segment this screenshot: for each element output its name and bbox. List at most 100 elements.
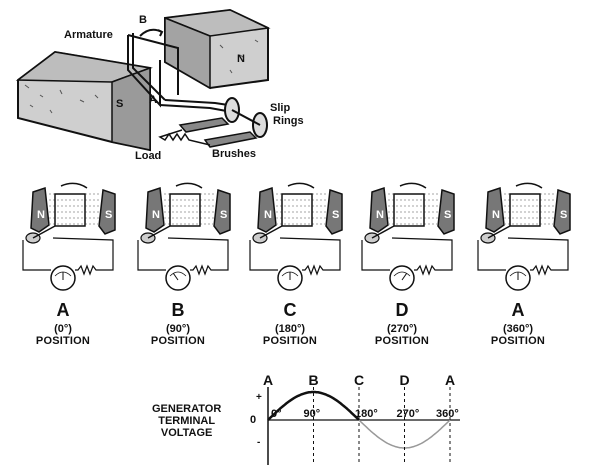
circuit-left xyxy=(361,240,390,271)
slip-label: Slip xyxy=(270,102,291,114)
position-label-5: A (360°)POSITION xyxy=(478,300,558,347)
zero-label: 0 xyxy=(250,414,257,426)
voltmeter xyxy=(389,265,415,291)
position-word: POSITION xyxy=(262,335,318,347)
n-magnet xyxy=(145,186,165,233)
circuit-right xyxy=(52,237,114,276)
circuit-right xyxy=(279,237,341,276)
a-label: A xyxy=(149,94,157,106)
wave-point-letter-4: D xyxy=(400,372,410,388)
circuit-left xyxy=(22,240,51,271)
position-word: POSITION xyxy=(374,335,430,347)
armature-coil xyxy=(281,193,313,227)
s-magnet xyxy=(437,188,455,235)
position-word: POSITION xyxy=(150,335,206,347)
n-pole-block xyxy=(164,8,271,90)
position-letter: A xyxy=(511,300,525,320)
position-angle: (0°) xyxy=(54,323,72,335)
waveform-positive-half xyxy=(267,390,360,421)
wave-tick-4: 270° xyxy=(397,408,420,420)
s-magnet-label: S xyxy=(105,209,112,221)
armature-label: Armature xyxy=(64,29,113,41)
circuit-left xyxy=(477,240,506,271)
s-magnet-label: S xyxy=(560,209,567,221)
s-magnet-label: S xyxy=(444,209,451,221)
armature-coil xyxy=(509,193,541,227)
n-magnet xyxy=(257,186,277,233)
circuit-right xyxy=(167,237,229,276)
load-wiring xyxy=(158,129,211,146)
position-label-4: D (270°)POSITION xyxy=(362,300,442,347)
position-label-3: C(180°)POSITION xyxy=(250,300,330,347)
armature-coil xyxy=(169,193,201,227)
position-label-1: A (0°)POSITION xyxy=(23,300,103,347)
rotation-arrow xyxy=(515,182,543,189)
s-magnet-label: S xyxy=(220,209,227,221)
position-word: POSITION xyxy=(490,335,546,347)
position-letter: B xyxy=(171,300,185,320)
shaft xyxy=(487,225,511,239)
s-magnet xyxy=(325,188,343,235)
position-label-2: B (90°)POSITION xyxy=(138,300,218,347)
n-magnet-label: N xyxy=(492,209,500,221)
n-magnet xyxy=(369,186,389,233)
circuit-left xyxy=(137,240,166,271)
shaft xyxy=(259,225,283,239)
waveform-ylabel: GENERATOR TERMINAL VOLTAGE xyxy=(152,403,221,439)
wave-tick-1: 0° xyxy=(271,408,282,420)
position-angle: (90°) xyxy=(166,323,190,335)
s-magnet xyxy=(98,188,116,235)
position-angle: (360°) xyxy=(502,323,534,335)
wave-point-letter-1: A xyxy=(263,372,273,388)
s-magnet-label: S xyxy=(332,209,339,221)
position-word: POSITION xyxy=(35,335,91,347)
shaft xyxy=(147,225,171,239)
ylabel-line-3: VOLTAGE xyxy=(160,427,213,439)
s-magnet xyxy=(213,188,231,235)
position-angle: (270°) xyxy=(386,323,418,335)
meter-scale xyxy=(169,271,187,277)
n-magnet-label: N xyxy=(152,209,160,221)
wave-point-letter-2: B xyxy=(309,372,319,388)
s-pole-block xyxy=(15,50,153,152)
meter-needle xyxy=(173,273,179,281)
wave-tick-2: 90° xyxy=(304,408,321,420)
meter-needle xyxy=(401,273,407,281)
wave-tick-5: 360° xyxy=(436,408,459,420)
voltmeter xyxy=(165,265,191,291)
top-generator-illustration xyxy=(15,8,271,152)
s-label: S xyxy=(116,98,124,110)
n-label: N xyxy=(237,53,245,65)
armature-coil xyxy=(393,193,425,227)
s-magnet xyxy=(553,188,571,235)
n-magnet-label: N xyxy=(37,209,45,221)
circuit-right xyxy=(507,237,569,276)
n-magnet xyxy=(485,186,505,233)
b-label: B xyxy=(139,14,147,26)
wave-point-letter-5: A xyxy=(445,372,455,388)
ylabel-line-1: GENERATOR xyxy=(152,403,222,415)
plus-sign: + xyxy=(256,392,262,403)
position-letter: D xyxy=(395,300,409,320)
position-letter: A xyxy=(56,300,70,320)
brushes-label: Brushes xyxy=(212,148,257,160)
shaft xyxy=(371,225,395,239)
minus-sign: - xyxy=(257,437,261,448)
wave-tick-3: 180° xyxy=(355,408,378,420)
rotation-arrow xyxy=(60,182,88,189)
armature-coil xyxy=(54,193,86,227)
n-magnet xyxy=(30,186,50,233)
load-label: Load xyxy=(135,150,162,162)
brushes xyxy=(178,117,258,148)
rotation-arrow xyxy=(287,182,315,189)
circuit-right xyxy=(391,237,453,276)
position-letter: C xyxy=(283,300,297,320)
slip-rings xyxy=(224,97,268,138)
